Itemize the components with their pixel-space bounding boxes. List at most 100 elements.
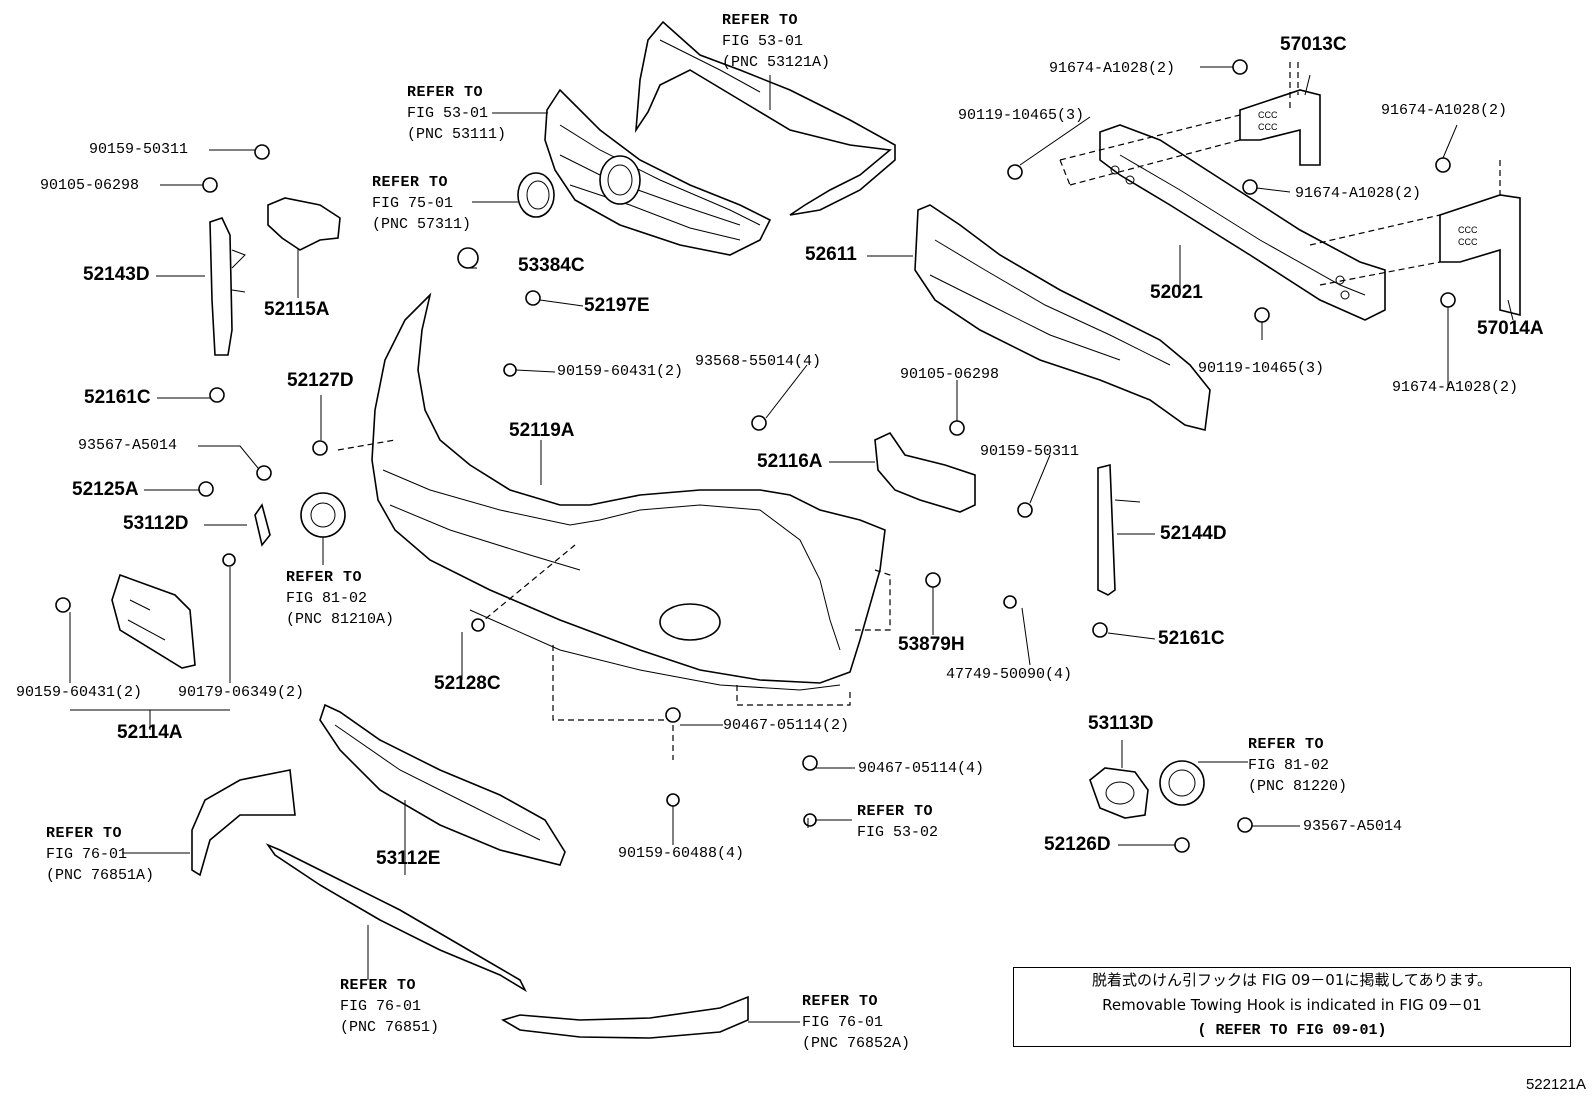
part-label-57014A: 57014A	[1477, 318, 1544, 339]
fog-lamp-left	[300, 492, 346, 538]
reference-pnc: (PNC 57311)	[372, 216, 472, 233]
reference-57311: REFER TO FIG 75-01 (PNC 57311)	[372, 172, 471, 235]
part-label-52115A: 52115A	[264, 299, 330, 320]
reference-heading: REFER TO	[722, 12, 799, 29]
reference-figure: FIG 53-01	[722, 33, 804, 50]
part-label-52144D: 52144D	[1160, 523, 1227, 544]
part-label-52127D: 52127D	[287, 370, 354, 391]
fastener-label-90467-b: 90467-05114(4)	[858, 760, 985, 777]
part-label-52125A: 52125A	[72, 479, 139, 500]
fastener-label-91674-c: 91674-A1028(2)	[1295, 185, 1422, 202]
reference-pnc: (PNC 53111)	[407, 126, 507, 143]
part-label-53112E: 53112E	[376, 848, 441, 869]
lower-cover-76851A	[191, 769, 296, 877]
note-english: Removable Towing Hook is indicated in FI…	[1102, 996, 1482, 1014]
reference-heading: REFER TO	[372, 174, 449, 191]
reference-heading: REFER TO	[46, 825, 123, 842]
front-bumper-cover	[371, 292, 886, 691]
bracket-57013C: CCC CCC	[1239, 89, 1321, 166]
reference-pnc: (PNC 81210A)	[286, 611, 395, 628]
fastener-label-90159-60488: 90159-60488(4)	[618, 845, 745, 862]
fog-lamp	[1159, 760, 1205, 806]
note-reference: ( REFER TO FIG 09-01)	[1197, 1022, 1387, 1039]
reference-heading: REFER TO	[407, 84, 484, 101]
reference-figure: FIG 81-02	[1248, 757, 1330, 774]
reference-heading: REFER TO	[1248, 736, 1325, 753]
fastener-label-91674-d: 91674-A1028(2)	[1392, 379, 1519, 396]
reference-76852A: REFER TO FIG 76-01 (PNC 76852A)	[802, 991, 910, 1054]
license-plate-bracket-52114A	[111, 573, 196, 669]
fastener-label-93567-left: 93567-A5014	[78, 437, 178, 454]
reference-figure: FIG 81-02	[286, 590, 368, 607]
reference-pnc: (PNC 53121A)	[722, 54, 831, 71]
bracket-57014A: CCC CCC	[1439, 194, 1521, 317]
reference-figure: FIG 53-02	[857, 824, 939, 841]
part-label-53113D: 53113D	[1088, 713, 1154, 734]
svg-text:CCC: CCC	[1458, 237, 1478, 247]
reference-figure: FIG 76-01	[340, 998, 422, 1015]
reference-pnc: (PNC 76852A)	[802, 1035, 911, 1052]
part-label-52126D: 52126D	[1044, 834, 1111, 855]
fastener-label-90159-60431-b: 90159-60431(2)	[16, 684, 143, 701]
part-label-52119A: 52119A	[509, 420, 575, 441]
svg-text:CCC: CCC	[1458, 225, 1478, 235]
svg-text:CCC: CCC	[1258, 122, 1278, 132]
part-label-57013C: 57013C	[1280, 34, 1347, 55]
bumper-energy-absorber	[914, 204, 1211, 431]
fastener-label-90159-60431-a: 90159-60431(2)	[557, 363, 684, 380]
part-label-52021: 52021	[1150, 282, 1203, 303]
reference-figure: FIG 75-01	[372, 195, 454, 212]
bracket-52116A	[874, 431, 976, 513]
fastener-label-90105-06298-right: 90105-06298	[900, 366, 1000, 383]
svg-text:CCC: CCC	[1258, 110, 1278, 120]
front-emblem	[517, 172, 555, 218]
fastener-label-93567-right: 93567-A5014	[1303, 818, 1403, 835]
fog-lamp-cover-53113D	[1089, 767, 1149, 819]
side-retainer-52144D	[1097, 463, 1141, 596]
fasteners	[55, 59, 1456, 853]
part-label-53879H: 53879H	[898, 634, 965, 655]
reference-heading: REFER TO	[802, 993, 879, 1010]
fastener-label-90159-50311-left: 90159-50311	[89, 141, 189, 158]
part-label-52197E: 52197E	[584, 295, 650, 316]
fastener-label-90179: 90179-06349(2)	[178, 684, 305, 701]
bracket-52115A	[267, 197, 341, 251]
reference-heading: REFER TO	[286, 569, 363, 586]
reference-pnc: (PNC 76851A)	[46, 867, 155, 884]
side-retainer-52143D	[209, 217, 246, 356]
leader-lines	[69, 66, 1514, 1023]
fastener-label-91674-b: 91674-A1028(2)	[1381, 102, 1508, 119]
reference-76851A: REFER TO FIG 76-01 (PNC 76851A)	[46, 823, 154, 886]
reference-figure: FIG 76-01	[802, 1014, 884, 1031]
reference-81210A: REFER TO FIG 81-02 (PNC 81210A)	[286, 567, 394, 630]
part-label-52116A: 52116A	[757, 451, 823, 472]
upper-grille-molding	[634, 20, 896, 216]
fastener-label-91674-a: 91674-A1028(2)	[1049, 60, 1176, 77]
bumper-reinforcement	[1099, 124, 1386, 321]
part-label-53384C: 53384C	[518, 255, 585, 276]
part-label-53112D: 53112D	[123, 513, 189, 534]
lower-molding-76851	[265, 843, 527, 993]
fastener-label-90159-50311-right: 90159-50311	[980, 443, 1080, 460]
part-label-52128C: 52128C	[434, 673, 501, 694]
reference-heading: REFER TO	[857, 803, 934, 820]
reference-76851: REFER TO FIG 76-01 (PNC 76851)	[340, 975, 439, 1038]
reference-figure: FIG 53-01	[407, 105, 489, 122]
lower-molding-76852A	[501, 995, 749, 1039]
fastener-label-90119-b: 90119-10465(3)	[1198, 360, 1325, 377]
figure-code: 522121A	[1525, 1076, 1586, 1093]
note-japanese: 脱着式のけん引フックは FIG 09－01に掲載してあります。	[1092, 971, 1492, 989]
fastener-label-90467-a: 90467-05114(2)	[723, 717, 850, 734]
reference-81220: REFER TO FIG 81-02 (PNC 81220)	[1248, 734, 1347, 797]
part-label-52161C-right: 52161C	[1158, 628, 1225, 649]
reference-pnc: (PNC 81220)	[1248, 778, 1348, 795]
reference-figure: FIG 76-01	[46, 846, 128, 863]
reference-pnc: (PNC 76851)	[340, 1019, 440, 1036]
part-label-52114A: 52114A	[117, 722, 183, 743]
part-label-52161C-left: 52161C	[84, 387, 151, 408]
lower-grille-53112E	[319, 703, 566, 866]
reference-53121A: REFER TO FIG 53-01 (PNC 53121A)	[722, 10, 830, 73]
radiator-grille	[544, 88, 772, 256]
